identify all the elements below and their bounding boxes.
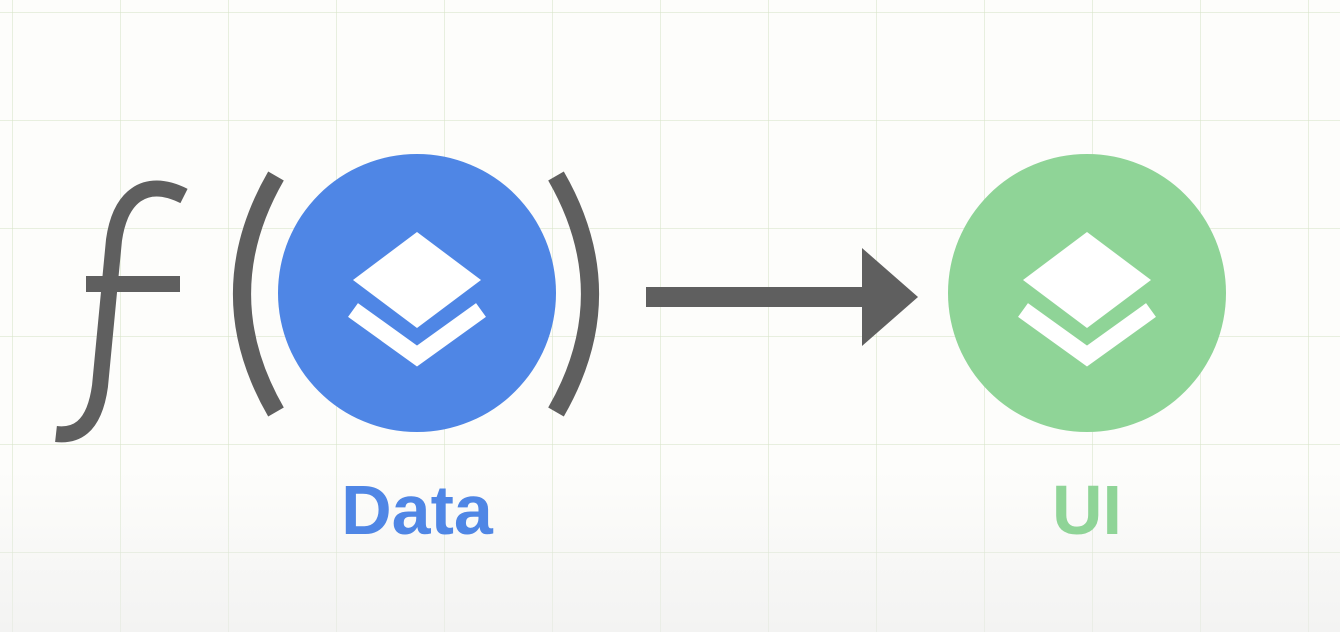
left-parenthesis	[233, 171, 284, 417]
function-f-symbol	[55, 180, 188, 443]
data-circle	[278, 154, 556, 432]
data-label: Data	[341, 471, 493, 549]
ui-label: UI	[1052, 471, 1122, 549]
right-parenthesis	[548, 171, 599, 417]
arrow-right-icon	[646, 248, 918, 346]
layers-icon	[348, 232, 486, 367]
ui-circle	[948, 154, 1226, 432]
layers-icon	[1018, 232, 1156, 367]
